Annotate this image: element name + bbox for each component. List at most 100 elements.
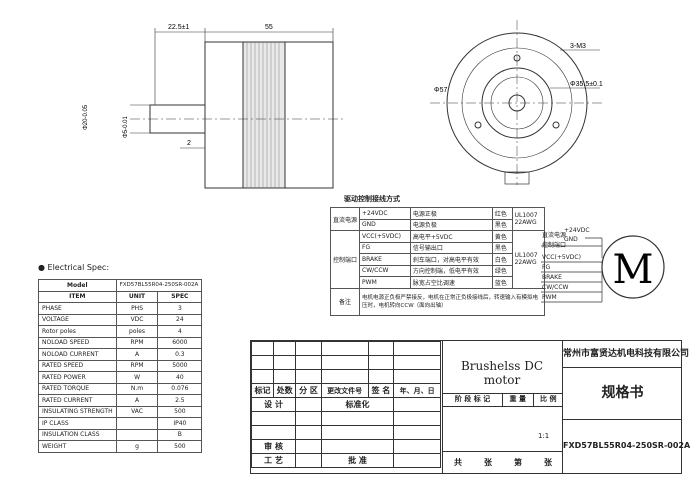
spec-value: 500: [157, 405, 203, 418]
title-block: 标记 处数 分 区 更改文件号 签 名 年、月、日 设 计 标准化 审 核 工 …: [250, 340, 690, 474]
note-text: 电机电源正负极严禁接反，电机在正常正负极接线后，转速输入有模拟电压时，电机转向C…: [359, 287, 545, 316]
motor-letter: M: [613, 247, 654, 293]
dim-shaft-small: Φ5-0.01: [123, 116, 129, 138]
stage-label: 阶 段 标 记: [454, 395, 491, 403]
rev-zone: 分 区: [295, 383, 322, 398]
process-label: 工 艺: [250, 453, 297, 468]
wire-color: 蓝色: [491, 276, 513, 289]
spec-value: 0.076: [157, 382, 203, 395]
schematic-ctrl-label: 控制端口: [542, 242, 567, 249]
check-label: 审 核: [250, 439, 297, 454]
spec-item: RATED SPEED: [38, 359, 117, 372]
spec-model-label: Model: [38, 279, 117, 292]
weight-label: 重 量: [502, 393, 533, 406]
spec-heading: ● Electrical Spec:: [38, 263, 110, 272]
wire-color: 黑色: [491, 218, 513, 231]
signal: +24VDC: [359, 207, 411, 220]
revision-header-row: 标记 处数 分 区 更改文件号 签 名 年、月、日: [250, 383, 441, 398]
scale-value: 1:1: [538, 432, 550, 440]
rev-sign: 签 名: [367, 383, 395, 398]
spec-item: PHASE: [38, 302, 117, 315]
sheet-unit-2: 张: [544, 457, 552, 467]
spec-item: NOLOAD CURRENT: [38, 348, 117, 361]
rev-doc: 更改文件号: [320, 383, 369, 398]
spec-value: 6000: [157, 336, 203, 349]
signal-desc: 刹车端口，对高电平有效: [409, 253, 493, 266]
spec-col-spec: SPEC: [157, 290, 203, 303]
spec-unit: poles: [115, 325, 159, 338]
spec-value: 40: [157, 371, 203, 384]
spec-table: Model FXD57BL55R04-250SR-002A ITEM UNIT …: [38, 279, 203, 453]
spec-value: 4: [157, 325, 203, 338]
wiring-section: 驱动控制接线方式 直流电源 +24VDC 电源正极 红色 UL1007 22AW…: [329, 194, 546, 316]
wiring-row: PWM 脉宽占空比调速 蓝色: [331, 276, 545, 289]
signal-desc: 脉宽占空比调速: [409, 276, 493, 289]
sheet-total-label: 共: [454, 457, 462, 467]
note-label: 备注: [329, 287, 361, 316]
sheet-no-label: 第: [514, 457, 522, 467]
wire-color: 黑色: [491, 241, 513, 254]
wiring-table: 直流电源 +24VDC 电源正极 红色 UL1007 22AWG GND 电源负…: [329, 207, 546, 316]
wiring-note-row: 备注 电机电源正负极严禁接反，电机在正常正负极接线后，转速输入有模拟电压时，电机…: [329, 287, 545, 316]
spec-model-row: Model FXD57BL55R04-250SR-002A: [38, 279, 203, 292]
rev-mark: 标记: [250, 383, 275, 398]
spec-unit: [115, 428, 159, 441]
spec-item: IP CLASS: [38, 417, 117, 430]
part-number: FXD57BL55R04-250SR-002A: [562, 419, 690, 473]
spec-unit: [115, 417, 159, 430]
signal: BRAKE: [359, 253, 411, 266]
product-name-cell: [442, 341, 563, 394]
wire-gauge: UL1007 22AWG: [511, 230, 546, 289]
spec-item: RATED POWER: [38, 371, 117, 384]
side-flange: [204, 41, 244, 189]
spec-value: 500: [157, 440, 203, 453]
schematic-line: +24VDC: [564, 227, 590, 234]
spec-row: IP CLASS IP40: [38, 417, 203, 430]
spec-value: B: [157, 428, 203, 441]
spec-unit: N.m: [115, 382, 159, 395]
spec-model: FXD57BL55R04-250SR-002A: [115, 279, 203, 292]
spec-unit: PHS: [115, 302, 159, 315]
approve-label: 批 准: [320, 453, 395, 468]
stage-body: 1:1: [442, 406, 563, 452]
spec-unit: VDC: [115, 313, 159, 326]
dim-shaft: Φ20-0.05: [83, 104, 89, 130]
signal: GND: [359, 218, 411, 231]
group-label-power: 直流电源: [329, 207, 361, 231]
schematic-line: BRAKE: [542, 274, 562, 281]
spec-value: 0.3: [157, 348, 203, 361]
spec-item: Rotor poles: [38, 325, 117, 338]
signal-desc: 高电平+5VDC: [409, 230, 493, 243]
wire-color: 白色: [491, 253, 513, 266]
sheet-unit: 张: [484, 457, 492, 467]
wire-gauge: UL1007 22AWG: [511, 207, 546, 231]
wiring-row: 直流电源 +24VDC 电源正极 红色 UL1007 22AWG: [329, 207, 546, 231]
spec-title: Electrical Spec:: [47, 263, 110, 272]
dim-screw: 3-M3: [570, 43, 586, 50]
spec-item: INSULATION CLASS: [38, 428, 117, 441]
signal: VCC(+5VDC): [359, 230, 411, 243]
rev-count: 处数: [273, 383, 297, 398]
signal-desc: 电源负极: [409, 218, 493, 231]
design-label: 设 计: [250, 397, 297, 412]
side-shaft: [149, 104, 206, 134]
wire-color: 黄色: [491, 230, 513, 243]
spec-item: RATED CURRENT: [38, 394, 117, 407]
spec-value: IP40: [157, 417, 203, 430]
signal-desc: 电源正极: [409, 207, 493, 220]
group-label-ctrl: 控制端口: [329, 230, 361, 289]
schematic-line: FG: [542, 264, 551, 271]
wiring-row: CW/CCW 方向控制端，低电平有效 绿色: [331, 264, 545, 277]
wiring-row: FG 信号输出口 黑色: [331, 241, 545, 254]
wiring-row: 控制端口 VCC(+5VDC) 高电平+5VDC 黄色 UL1007 22AWG: [329, 230, 546, 289]
spec-unit: RPM: [115, 359, 159, 372]
design-row: 设 计 标准化: [250, 397, 441, 412]
dim-key: 2: [187, 140, 191, 147]
spec-unit: A: [115, 348, 159, 361]
